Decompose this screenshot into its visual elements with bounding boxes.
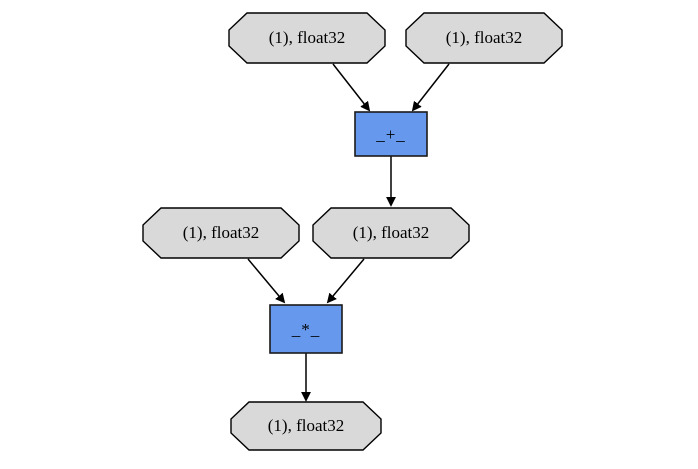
node-operator-multiply[interactable]: _*_ (269, 304, 343, 354)
edge-input-a-to-add (332, 63, 369, 110)
node-tensor-input-c[interactable]: (1), float32 (142, 207, 300, 259)
operator-add-label: _+_ (375, 125, 406, 144)
tensor-input-b-label: (1), float32 (446, 28, 522, 47)
edge-input-c-to-mul (247, 258, 284, 302)
tensor-input-a-label: (1), float32 (269, 28, 345, 47)
operator-multiply-label: _*_ (291, 320, 321, 339)
tensor-input-c-label: (1), float32 (183, 223, 259, 242)
edge-group (247, 63, 450, 400)
edge-sum-to-mul (328, 258, 365, 302)
tensor-sum-label: (1), float32 (353, 223, 429, 242)
node-tensor-input-a[interactable]: (1), float32 (228, 12, 386, 64)
node-tensor-sum[interactable]: (1), float32 (312, 207, 470, 259)
node-operator-add[interactable]: _+_ (354, 111, 428, 157)
tensor-output-label: (1), float32 (268, 416, 344, 435)
node-tensor-input-b[interactable]: (1), float32 (405, 12, 563, 64)
edge-input-b-to-add (413, 63, 450, 110)
node-tensor-output[interactable]: (1), float32 (230, 401, 382, 451)
